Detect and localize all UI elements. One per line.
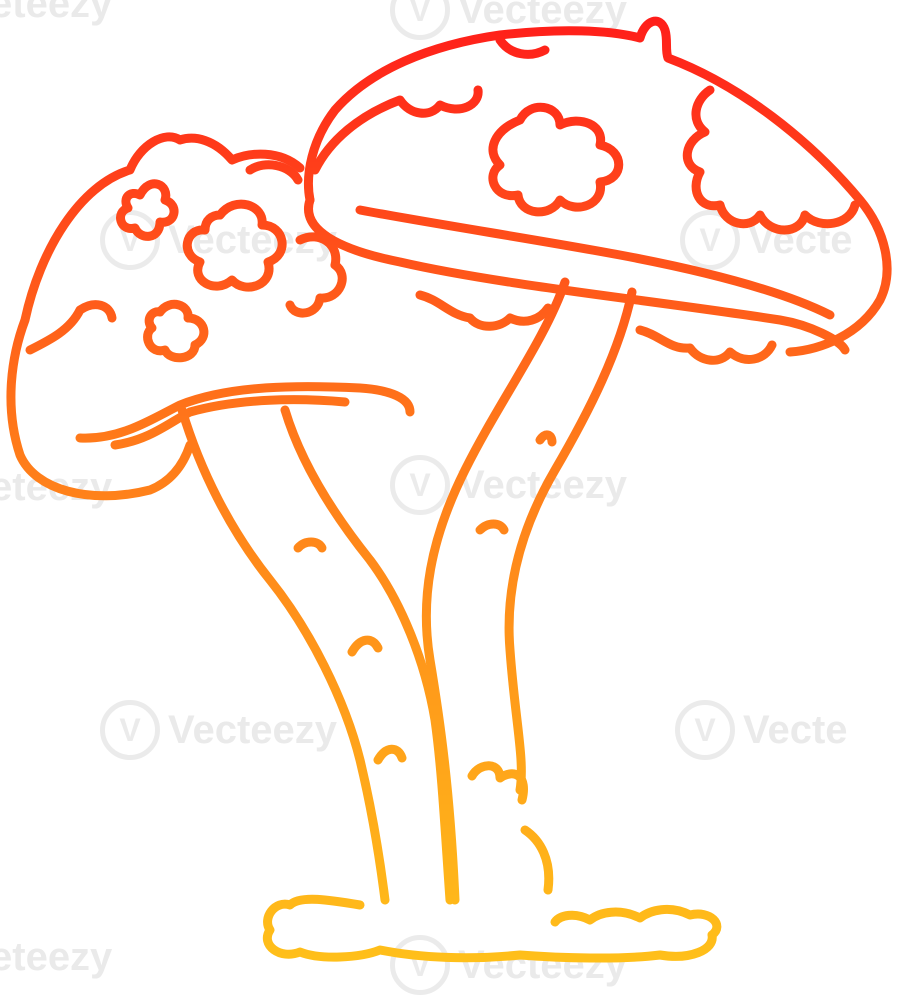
right-mushroom-gill-line	[304, 195, 850, 355]
right-cap-spot	[682, 85, 860, 235]
stem-texture-mark	[347, 635, 383, 657]
watermark-text: Vecteezy	[458, 942, 628, 987]
left-cap-spot	[245, 160, 303, 185]
left-mushroom-stem	[280, 405, 455, 905]
stem-texture-mark	[475, 519, 509, 535]
left-cap-spot	[143, 299, 209, 363]
watermark-logo-icon: V	[100, 700, 160, 760]
stem-texture-mark	[293, 537, 327, 553]
stem-texture-mark	[535, 430, 557, 447]
watermark: V Vecte	[675, 700, 848, 760]
watermark-text: Vecte	[743, 707, 848, 752]
watermark-logo-icon: V	[390, 455, 450, 515]
left-cap-spot	[285, 232, 347, 318]
right-mushroom-frill	[635, 325, 777, 365]
stem-texture-mark	[373, 744, 407, 765]
watermark-text: eteezy	[0, 0, 113, 26]
right-mushroom-gill-rim	[355, 205, 835, 320]
watermark-logo-icon: V	[675, 700, 735, 760]
left-mushroom-stem	[177, 405, 390, 905]
left-cap-spot	[116, 179, 179, 241]
right-mushroom-frill	[415, 290, 553, 331]
watermark-logo-icon: V	[680, 210, 740, 270]
right-mushroom-stem	[421, 277, 570, 905]
left-cap-spot	[25, 300, 117, 355]
stem-texture-mark	[520, 825, 554, 895]
stem-texture-mark	[467, 761, 528, 805]
watermark: eteezy	[0, 935, 112, 980]
watermark: eteezy	[0, 0, 112, 27]
watermark-text: Vecteezy	[168, 707, 338, 752]
watermark-text: Vecteezy	[458, 0, 628, 32]
right-mushroom-stem	[504, 287, 637, 795]
left-mushroom-gill-line	[75, 382, 415, 443]
right-cap-spot	[310, 85, 483, 175]
right-mushroom-cap	[303, 16, 892, 357]
right-cap-spot	[488, 102, 624, 217]
left-mushroom-gill-rim	[110, 395, 350, 450]
watermark: V Vecteezy	[390, 0, 627, 40]
watermark-logo-icon: V	[390, 0, 450, 40]
left-cap-spot	[182, 199, 287, 292]
right-cap-spot	[495, 35, 550, 59]
watermark-text: eteezy	[0, 935, 113, 979]
grass-base	[262, 894, 722, 963]
watermark: V Vecteezy	[100, 700, 337, 760]
left-mushroom-cap	[6, 132, 305, 501]
